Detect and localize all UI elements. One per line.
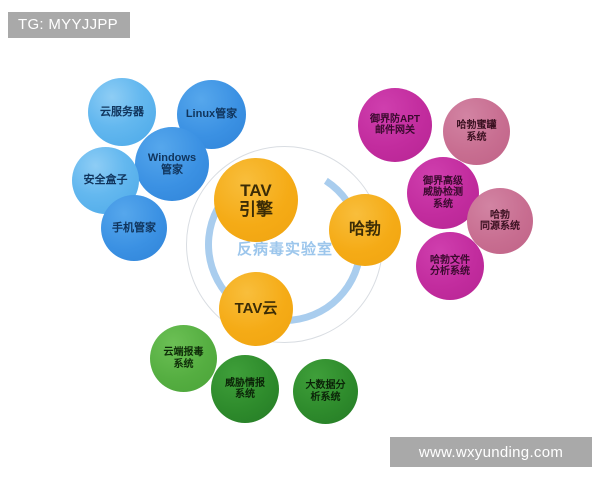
threat-node-advanced-threat-detect[interactable]: 御界高级 威胁检测 系统 — [407, 157, 479, 229]
data-node-big-data-analysis[interactable]: 大数据分 析系统 — [293, 359, 358, 424]
product-node-mobile-guard[interactable]: 手机管家 — [101, 195, 167, 261]
threat-node-advanced-threat-detect-label: 御界高级 威胁检测 系统 — [423, 176, 463, 210]
product-node-mobile-guard-label: 手机管家 — [112, 221, 156, 234]
product-node-security-box-label: 安全盒子 — [83, 174, 128, 187]
core-node-tav-cloud[interactable]: TAV云 — [219, 272, 293, 346]
data-node-threat-intelligence[interactable]: 威胁情报 系统 — [211, 355, 279, 423]
product-node-windows-guard-label: Windows 管家 — [147, 151, 197, 176]
core-node-habo[interactable]: 哈勃 — [329, 194, 401, 266]
product-node-windows-guard[interactable]: Windows 管家 — [135, 127, 209, 201]
threat-node-habo-homology-label: 哈勃 同源系统 — [480, 209, 520, 232]
threat-node-apt-mail-gateway-label: 御界防APT 邮件网关 — [370, 113, 420, 136]
core-node-tav-cloud-label: TAV云 — [234, 299, 278, 317]
product-node-cloud-server[interactable]: 云服务器 — [88, 78, 156, 146]
core-node-habo-label: 哈勃 — [348, 221, 381, 239]
product-node-linux-guard-label: Linux管家 — [185, 108, 238, 121]
data-node-big-data-analysis-label: 大数据分 析系统 — [305, 380, 346, 403]
data-node-cloud-virus-report-label: 云端报毒 系统 — [163, 347, 204, 370]
data-node-cloud-virus-report[interactable]: 云端报毒 系统 — [150, 325, 217, 392]
watermark-top-left: TG: MYYJJPP — [8, 12, 130, 38]
threat-node-habo-file-analysis[interactable]: 哈勃文件 分析系统 — [416, 232, 484, 300]
hub-title: 反病毒实验室 — [236, 241, 333, 258]
threat-node-habo-honeypot-label: 哈勃蜜罐 系统 — [456, 120, 497, 143]
threat-node-habo-honeypot[interactable]: 哈勃蜜罐 系统 — [443, 98, 510, 165]
data-node-threat-intelligence-label: 威胁情报 系统 — [225, 377, 265, 400]
core-node-tav-engine-label: TAV 引擎 — [239, 180, 273, 219]
product-node-cloud-server-label: 云服务器 — [100, 105, 144, 118]
threat-node-apt-mail-gateway[interactable]: 御界防APT 邮件网关 — [358, 88, 432, 162]
threat-node-habo-file-analysis-label: 哈勃文件 分析系统 — [430, 254, 470, 277]
watermark-bottom-right: www.wxyunding.com — [390, 437, 592, 467]
threat-node-habo-homology[interactable]: 哈勃 同源系统 — [467, 188, 533, 254]
core-node-tav-engine[interactable]: TAV 引擎 — [214, 158, 298, 242]
